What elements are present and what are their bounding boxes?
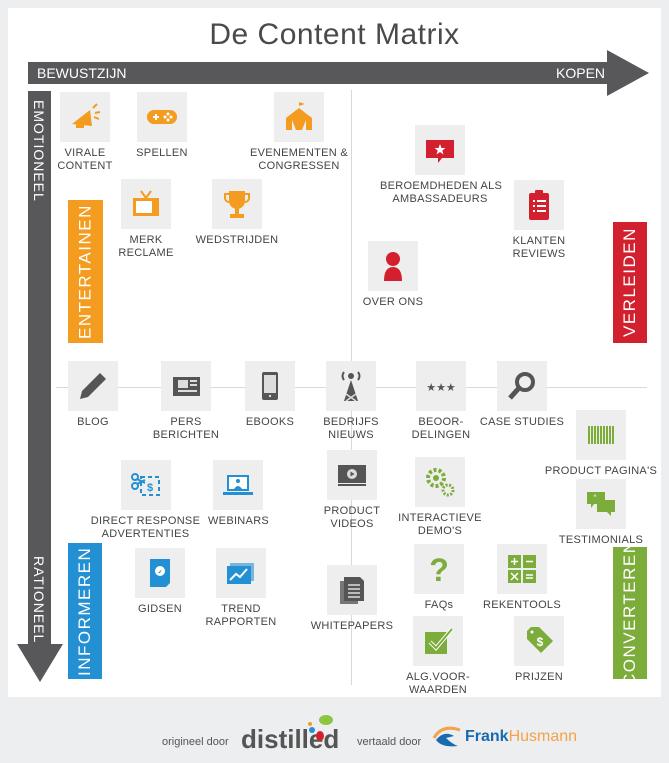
- footer: origineel door distilled vertaald door F…: [0, 712, 669, 762]
- megaphone-icon: [60, 92, 110, 142]
- arrow-down-icon: [17, 644, 63, 682]
- pencil-icon: [68, 361, 118, 411]
- svg-text:“: “: [594, 493, 597, 503]
- item-over-ons: OVER ONS: [358, 241, 428, 309]
- horizontal-axis-arrow: [28, 62, 608, 84]
- calculator-icon: [497, 544, 547, 594]
- svg-text:?: ?: [429, 552, 449, 586]
- laptop-icon: [213, 460, 263, 510]
- documents-icon: [327, 565, 377, 615]
- item-prijzen: $ PRIJZEN: [509, 616, 569, 684]
- clipboard-icon: [514, 180, 564, 230]
- barcode-icon: [576, 410, 626, 460]
- category-converteren: CONVERTEREN: [613, 540, 647, 686]
- distilled-splash-icon: [308, 715, 333, 741]
- person-icon: [368, 241, 418, 291]
- video-icon: [327, 450, 377, 500]
- star-speech-icon: [415, 125, 465, 175]
- price-tag-icon: $: [514, 616, 564, 666]
- frankhusmann-logo: FrankHusmann: [465, 728, 578, 745]
- axis-label-rationeel: RATIONEEL: [31, 556, 47, 644]
- category-entertainen: ENTERTAINEN: [68, 200, 103, 343]
- svg-text:★★★: ★★★: [426, 382, 456, 394]
- svg-text:$: $: [537, 635, 544, 649]
- item-whitepapers: WHITEPAPERS: [307, 565, 397, 633]
- magnifier-icon: [497, 361, 547, 411]
- item-evenementen: EVENEMENTEN &CONGRESSEN: [244, 92, 354, 173]
- trophy-icon: [212, 179, 262, 229]
- item-webinars: WEBINARS: [208, 460, 269, 528]
- tv-icon: [121, 179, 171, 229]
- question-icon: ?: [414, 544, 464, 594]
- antenna-icon: [326, 361, 376, 411]
- newspaper-icon: [161, 361, 211, 411]
- vertical-axis-arrow: [28, 91, 51, 645]
- footer-translated-prefix: vertaald door: [357, 736, 422, 748]
- category-verleiden: VERLEIDEN: [613, 222, 647, 343]
- ereader-icon: [245, 361, 295, 411]
- chart-trend-icon: [216, 548, 266, 598]
- quote-bubbles-icon: “: [576, 479, 626, 529]
- item-beoordelingen: ★★★ BEOOR-DELINGEN: [411, 361, 471, 442]
- axis-label-emotioneel: EMOTIONEEL: [31, 100, 47, 202]
- axis-label-kopen: KOPEN: [556, 65, 606, 81]
- item-wedstrijden: WEDSTRIJDEN: [192, 179, 282, 247]
- item-blog: BLOG: [63, 361, 123, 429]
- frankhusmann-wave-icon: [432, 726, 461, 747]
- item-spellen: SPELLEN: [132, 92, 192, 160]
- guide-icon: [135, 548, 185, 598]
- axis-label-bewustzijn: BEWUSTZIJN: [37, 65, 127, 81]
- checkbox-icon: [413, 616, 463, 666]
- coupon-icon: $: [120, 460, 171, 510]
- item-ebooks: EBOOKS: [240, 361, 300, 429]
- gears-icon: [415, 457, 465, 507]
- page-title: De Content Matrix: [209, 18, 460, 51]
- footer-original-prefix: origineel door: [162, 736, 229, 748]
- svg-text:$: $: [146, 482, 152, 494]
- gamepad-icon: [137, 92, 187, 142]
- item-testimonials: “ TESTIMONIALS: [556, 479, 646, 547]
- arrow-right-icon: [607, 50, 649, 96]
- item-faqs: ? FAQs: [409, 544, 469, 612]
- item-case-studies: CASE STUDIES: [477, 361, 567, 429]
- tent-icon: [274, 92, 324, 142]
- item-rekentools: REKENTOOLS: [477, 544, 567, 612]
- item-product-paginas: PRODUCT PAGINA'S: [536, 410, 666, 478]
- stars-icon: ★★★: [416, 361, 466, 411]
- category-informeren: INFORMEREN: [68, 543, 102, 679]
- item-gidsen: GIDSEN: [130, 548, 190, 616]
- item-alg-voorwaarden: ALG.VOOR-WAARDEN: [398, 616, 478, 697]
